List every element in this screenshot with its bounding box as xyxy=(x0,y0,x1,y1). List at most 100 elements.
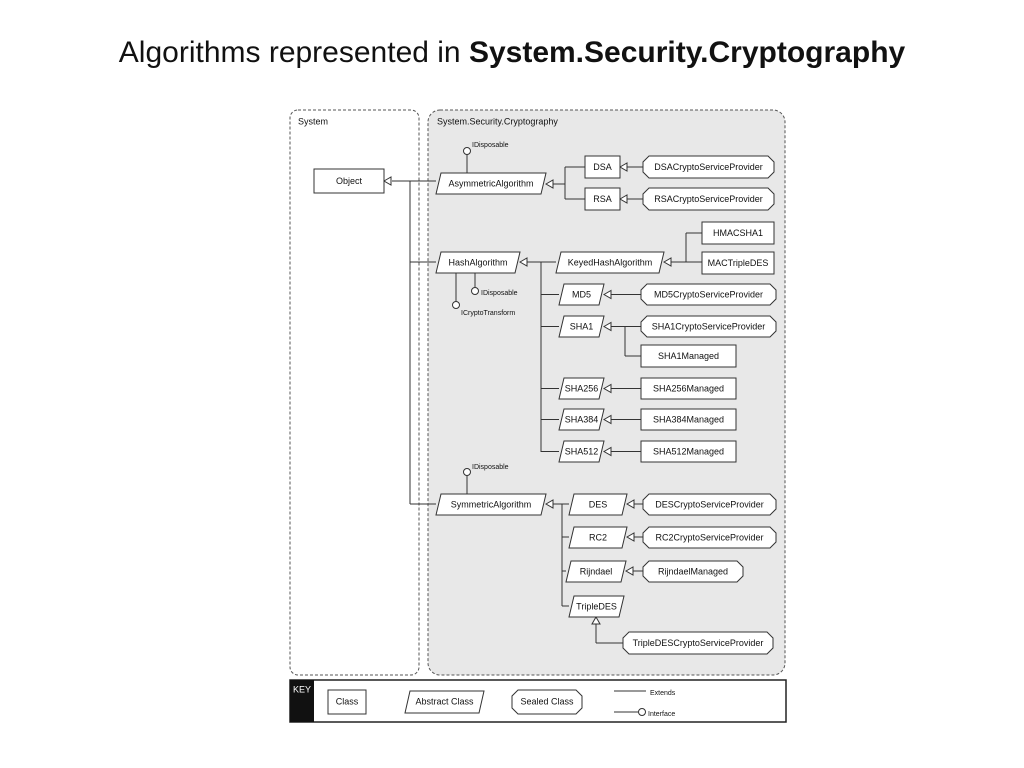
class-node-keyedhash: KeyedHashAlgorithm xyxy=(555,251,665,274)
des-csp-label: DESCryptoServiceProvider xyxy=(655,499,764,509)
sha384-box xyxy=(558,408,605,431)
sha1-csp-box xyxy=(640,315,777,338)
class-node-mactripledes: MACTripleDES xyxy=(701,251,775,275)
class-node-md5: MD5 xyxy=(558,283,605,306)
object-box xyxy=(313,168,385,194)
class-node-asymmetric: AsymmetricAlgorithm xyxy=(435,172,547,195)
class-node-dsa-csp: DSACryptoServiceProvider xyxy=(642,155,775,179)
interface-circle xyxy=(463,147,471,155)
class-node-sha384-managed: SHA384Managed xyxy=(640,408,737,431)
rsa-csp-box xyxy=(642,187,775,211)
tripledes-extends-arrowhead xyxy=(591,615,601,625)
class-node-sha1-csp: SHA1CryptoServiceProvider xyxy=(640,315,777,338)
class-node-dsa: DSA xyxy=(584,155,621,179)
system-namespace-region xyxy=(289,109,420,676)
class-node-rijndael: Rijndael xyxy=(565,560,627,583)
key-label-bg xyxy=(290,680,314,722)
class-node-rsa-csp: RSACryptoServiceProvider xyxy=(642,187,775,211)
sha384-managed-label: SHA384Managed xyxy=(653,414,724,424)
key-interface-circle xyxy=(638,708,646,716)
hash-box xyxy=(435,251,521,274)
sha256-managed-label: SHA256Managed xyxy=(653,383,724,393)
keyedhash-box xyxy=(555,251,665,274)
key-abstract-label: Abstract Class xyxy=(415,696,474,706)
key-sealed-label: Sealed Class xyxy=(520,696,574,706)
class-node-md5-csp: MD5CryptoServiceProvider xyxy=(640,283,777,306)
class-node-symmetric: SymmetricAlgorithm xyxy=(435,493,547,516)
class-node-sha512: SHA512 xyxy=(558,440,605,463)
class-node-tripledes-csp: TripleDESCryptoServiceProvider xyxy=(622,631,774,655)
interface-lollipops: IDisposableIDisposableICryptoTransformID… xyxy=(452,142,518,494)
dsa-extends-arrowhead xyxy=(618,162,628,172)
class-node-hmacsha1: HMACSHA1 xyxy=(701,221,775,245)
dsa-label: DSA xyxy=(593,162,612,172)
hmacsha1-box xyxy=(701,221,775,245)
class-node-des: DES xyxy=(568,493,628,516)
sha1-label: SHA1 xyxy=(570,321,594,331)
sha512-label: SHA512 xyxy=(565,446,599,456)
class-node-rc2-csp: RC2CryptoServiceProvider xyxy=(642,526,777,549)
keyedhash-label: KeyedHashAlgorithm xyxy=(568,257,653,267)
sha1-box xyxy=(558,315,605,338)
asymmetric-label: AsymmetricAlgorithm xyxy=(448,178,533,188)
rijndael-managed-box xyxy=(642,560,744,583)
sha512-managed-label: SHA512Managed xyxy=(653,446,724,456)
rc2-label: RC2 xyxy=(589,532,607,542)
interface-label: IDisposable xyxy=(481,290,518,297)
asymmetric-extends-arrowhead xyxy=(544,179,554,189)
tripledes-label: TripleDES xyxy=(576,601,617,611)
tripledes-box xyxy=(568,595,625,618)
asymmetric-idisposable-lollipop: IDisposable xyxy=(463,142,509,173)
key-abstract-box xyxy=(404,690,485,714)
key-sealed-box xyxy=(511,689,583,715)
sha256-extends-arrowhead xyxy=(602,383,612,394)
class-node-rc2: RC2 xyxy=(568,526,628,549)
hash-label: HashAlgorithm xyxy=(448,257,507,267)
md5-csp-box xyxy=(640,283,777,306)
des-extends-arrowhead xyxy=(625,499,635,509)
key-extends-label: Extends xyxy=(650,690,676,697)
symmetric-box xyxy=(435,493,547,516)
interface-label: IDisposable xyxy=(472,464,509,471)
rsa-label: RSA xyxy=(593,194,612,204)
rsa-extends-arrowhead xyxy=(618,194,628,204)
hash-icryptotransform-lollipop: ICryptoTransform xyxy=(452,273,515,317)
md5-box xyxy=(558,283,605,306)
rijndael-managed-label: RijndaelManaged xyxy=(658,566,728,576)
dsa-box xyxy=(584,155,621,179)
sha512-managed-box xyxy=(640,440,737,463)
class-node-sha512-managed: SHA512Managed xyxy=(640,440,737,463)
rijndael-extends-arrowhead xyxy=(624,566,634,576)
sha1-managed-box xyxy=(640,344,737,368)
rc2-extends-arrowhead xyxy=(625,532,635,542)
tripledes-csp-label: TripleDESCryptoServiceProvider xyxy=(633,638,764,648)
rsa-csp-label: RSACryptoServiceProvider xyxy=(654,194,763,204)
sha1-extends-arrowhead xyxy=(602,321,612,332)
md5-label: MD5 xyxy=(572,289,591,299)
hash-extends-arrowhead xyxy=(518,257,528,267)
tripledes-csp-box xyxy=(622,631,774,655)
sha384-extends-arrowhead xyxy=(602,414,612,425)
des-csp-box xyxy=(642,493,777,516)
sha512-box xyxy=(558,440,605,463)
rc2-csp-box xyxy=(642,526,777,549)
sha256-box xyxy=(558,377,605,400)
class-node-rijndael-managed: RijndaelManaged xyxy=(642,560,744,583)
rc2-csp-label: RC2CryptoServiceProvider xyxy=(655,532,763,542)
symmetric-extends-arrowhead xyxy=(544,499,554,509)
sha256-managed-box xyxy=(640,377,737,400)
hash-idisposable-lollipop: IDisposable xyxy=(471,273,518,297)
crypto-namespace-label: System.Security.Cryptography xyxy=(437,116,558,126)
class-node-object: Object xyxy=(313,168,385,194)
interface-label: ICryptoTransform xyxy=(461,310,515,317)
sha384-label: SHA384 xyxy=(565,414,599,424)
mactripledes-label: MACTripleDES xyxy=(708,258,769,268)
key-class-label: Class xyxy=(336,696,359,706)
rijndael-box xyxy=(565,560,627,583)
interface-circle xyxy=(452,301,460,309)
hmacsha1-label: HMACSHA1 xyxy=(713,228,763,238)
sha1-csp-label: SHA1CryptoServiceProvider xyxy=(652,321,766,331)
md5-extends-arrowhead xyxy=(602,289,612,300)
key-label: KEY xyxy=(293,684,311,694)
md5-csp-label: MD5CryptoServiceProvider xyxy=(654,289,763,299)
